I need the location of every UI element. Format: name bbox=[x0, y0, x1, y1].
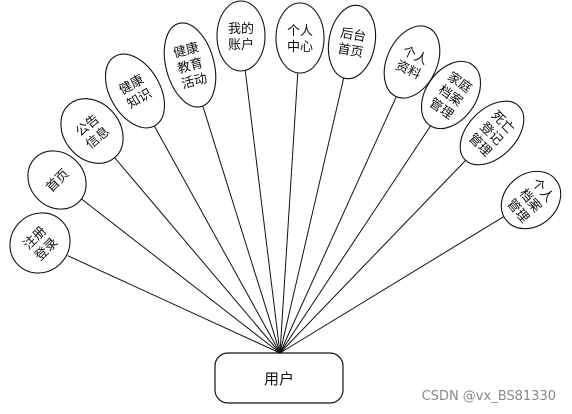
edge-family-archive bbox=[279, 116, 437, 354]
node-label-health-education-0: 健康 bbox=[171, 39, 200, 61]
edge-personal-archive bbox=[279, 213, 508, 354]
node-label-my-account-1: 账户 bbox=[228, 37, 254, 53]
node-ellipse-admin-home bbox=[327, 4, 377, 80]
node-ellipse-health-education bbox=[163, 22, 217, 108]
node-label-my-account-0: 我的 bbox=[228, 21, 254, 37]
user-node-label: 用户 bbox=[264, 370, 294, 388]
edge-admin-home bbox=[279, 65, 348, 354]
node-ellipse-personal-info bbox=[383, 25, 441, 99]
node-label-personal-center-1: 中心 bbox=[287, 40, 313, 55]
edge-health-education bbox=[197, 88, 281, 354]
edge-home bbox=[79, 197, 281, 354]
edge-personal-info bbox=[279, 85, 402, 354]
edge-announcements bbox=[110, 153, 281, 354]
node-ellipse-register-login bbox=[9, 212, 71, 274]
node-ellipse-personal-archive bbox=[500, 170, 562, 230]
node-ellipse-health-knowledge bbox=[104, 53, 166, 129]
node-label-personal-center-0: 个人 bbox=[287, 24, 313, 39]
node-ellipse-my-account bbox=[216, 0, 266, 72]
node-label-health-education-1: 教育 bbox=[176, 55, 205, 77]
node-ellipse-death-registration bbox=[459, 100, 525, 166]
edge-personal-center bbox=[279, 63, 299, 354]
node-home: 首页 bbox=[27, 150, 87, 210]
node-label-health-education-2: 活动 bbox=[180, 71, 209, 92]
edge-my-account bbox=[243, 60, 281, 354]
node-label-admin-home-0: 后台 bbox=[339, 26, 367, 45]
node-ellipse-family-archive bbox=[420, 60, 482, 130]
edge-register-login bbox=[67, 255, 281, 354]
user-node: 用户 bbox=[214, 352, 344, 404]
watermark: CSDN @vx_BS81330 bbox=[421, 389, 556, 404]
node-ellipse-home bbox=[27, 150, 87, 210]
node-ellipse-announcements bbox=[60, 98, 124, 164]
node-label-admin-home-1: 首页 bbox=[336, 42, 364, 61]
edge-death-registration bbox=[279, 150, 475, 354]
edge-health-knowledge bbox=[147, 113, 281, 354]
node-ellipse-personal-center bbox=[275, 2, 325, 74]
